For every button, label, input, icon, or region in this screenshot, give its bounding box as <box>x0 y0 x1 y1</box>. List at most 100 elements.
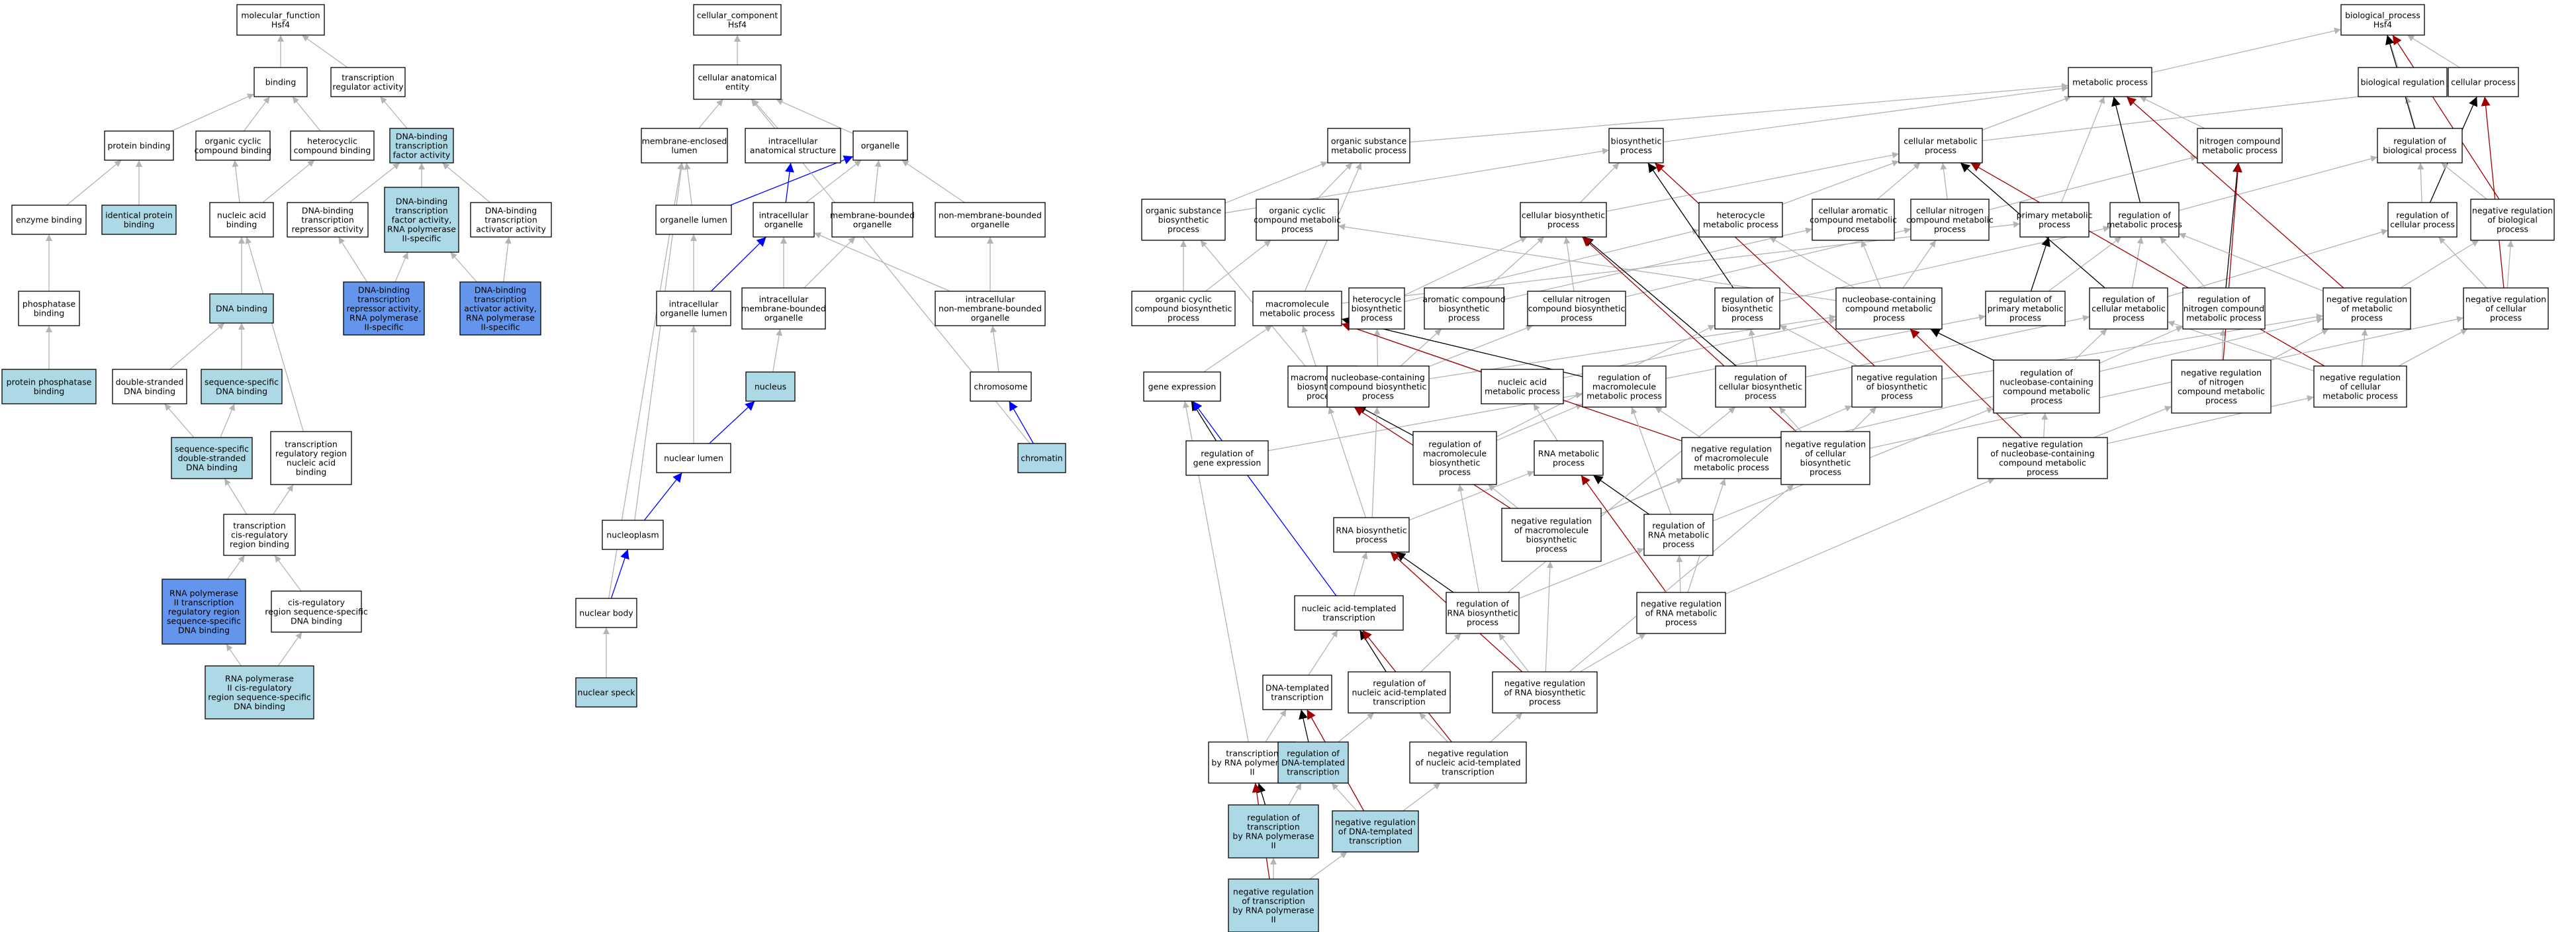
term-node-nucleus[interactable]: nucleus <box>745 371 796 402</box>
term-node-dnab[interactable]: DNA binding <box>209 293 274 324</box>
term-node-inmbo[interactable]: intracellularnon-membrane-boundedorganel… <box>935 291 1046 326</box>
term-node-chromatin[interactable]: chromatin <box>1017 443 1066 473</box>
term-node-enzb[interactable]: enzyme binding <box>11 205 87 235</box>
term-node-protbind[interactable]: protein binding <box>104 130 174 161</box>
term-node-ge[interactable]: gene expression <box>1143 371 1221 402</box>
term-node-nbody[interactable]: nuclear body <box>575 598 637 628</box>
term-node-metp[interactable]: metabolic process <box>2068 67 2152 97</box>
term-node-org[interactable]: organelle <box>852 130 908 161</box>
term-node-rnbcmp[interactable]: regulation ofnucleobase-containingcompou… <box>1993 359 2100 414</box>
term-node-chrom[interactable]: chromosome <box>970 371 1032 402</box>
term-node-nucleoplasm[interactable]: nucleoplasm <box>602 520 664 550</box>
term-node-orgl[interactable]: organelle lumen <box>655 205 732 235</box>
term-node-rmbp[interactable]: regulation ofmacromoleculebiosyntheticpr… <box>1412 431 1497 485</box>
term-node-cellp[interactable]: cellular process <box>2448 67 2519 97</box>
term-node-binding[interactable]: binding <box>253 67 308 97</box>
term-node-nspeck[interactable]: nuclear speck <box>575 677 637 708</box>
term-node-bioreg[interactable]: biological regulation <box>2358 67 2448 97</box>
term-node-nl[interactable]: nuclear lumen <box>656 443 731 473</box>
